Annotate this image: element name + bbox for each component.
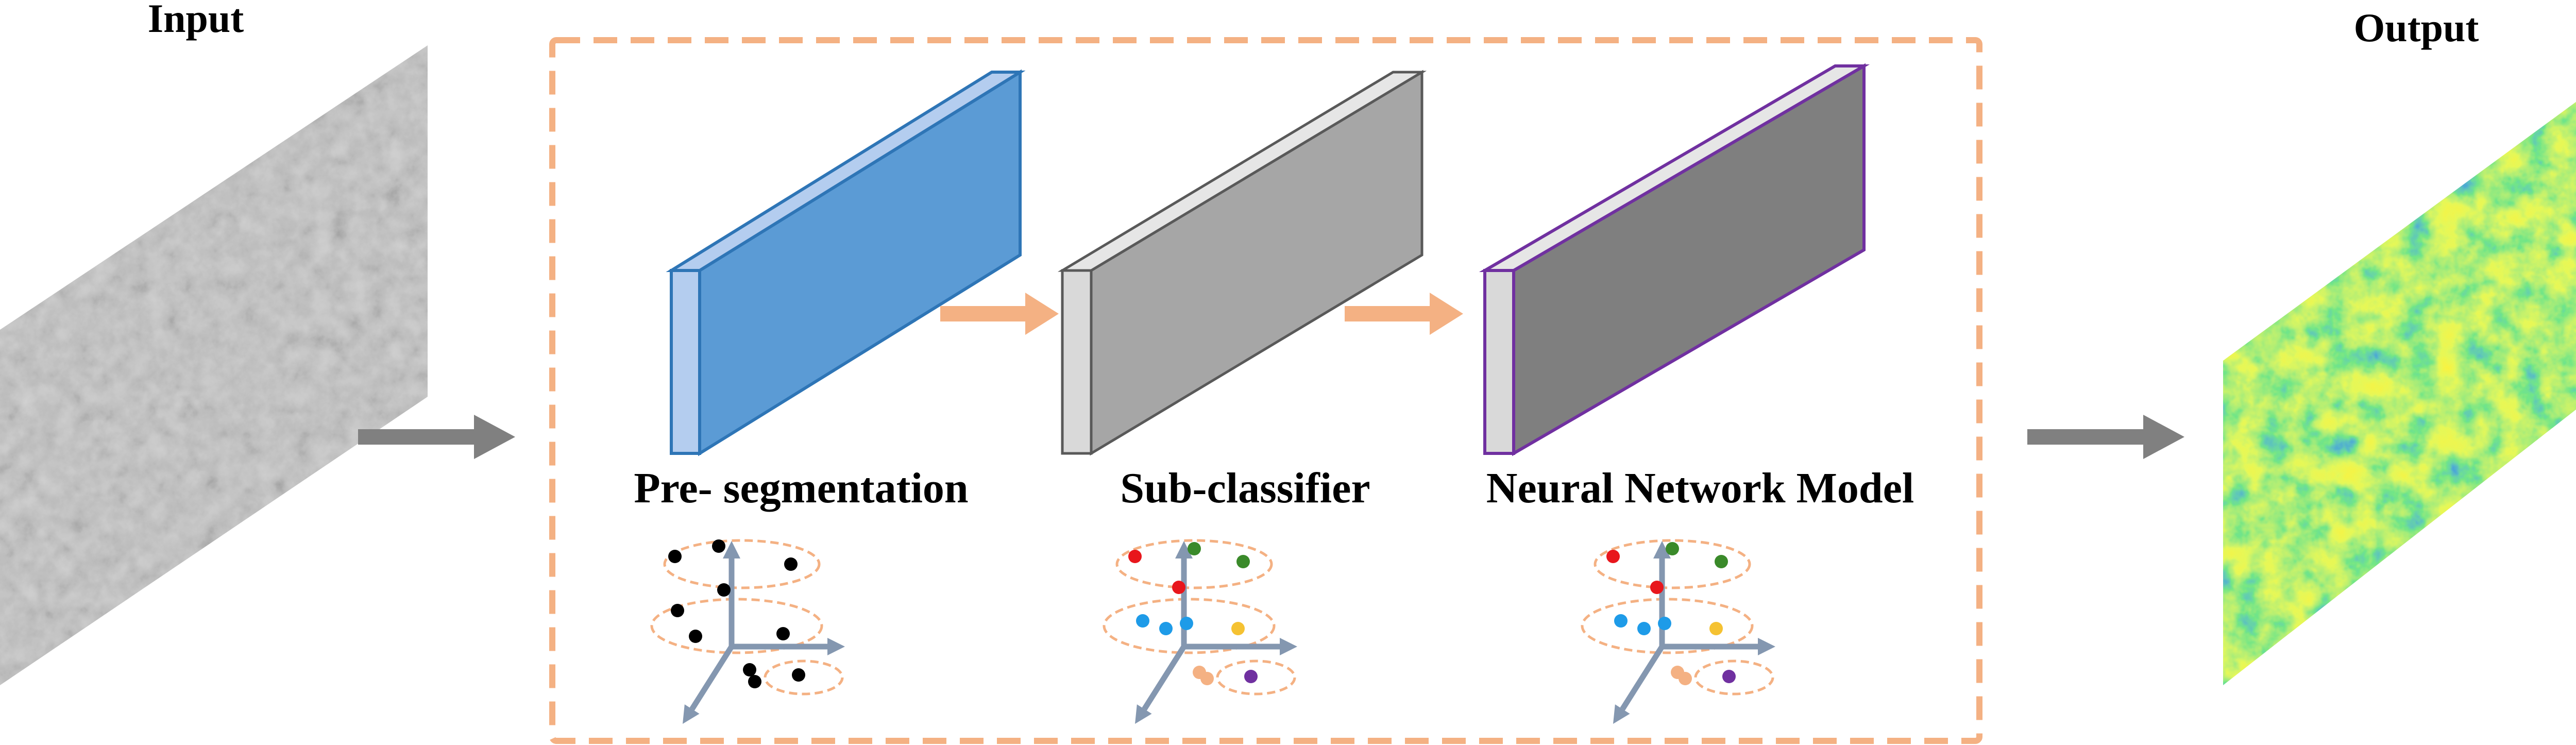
- cluster-ring: [1594, 539, 1751, 589]
- scatter-icon-sub-classifier: [1103, 539, 1297, 724]
- scatter-icon-neural-network-model: [1581, 539, 1775, 724]
- cluster-ring: [1694, 659, 1774, 696]
- input-label: Input: [148, 0, 244, 41]
- scatter-point: [1666, 542, 1679, 555]
- output-label: Output: [2354, 5, 2479, 50]
- scatter-point: [1709, 622, 1723, 635]
- cluster-ring: [1581, 598, 1754, 654]
- axis-x-arrow: [1184, 638, 1297, 655]
- scatter-point: [1658, 617, 1671, 630]
- arrow-stage2-to-stage3: [1345, 293, 1463, 335]
- stage-label-sub-classifier: Sub-classifier: [1120, 464, 1370, 512]
- cluster-ring: [1103, 598, 1276, 654]
- scatter-point: [1200, 672, 1214, 685]
- axis-z-arrow: [723, 541, 740, 647]
- scatter-point: [1679, 672, 1692, 685]
- scatter-point: [1180, 617, 1193, 630]
- scatter-point: [1159, 622, 1173, 635]
- cluster-ring: [650, 598, 823, 654]
- scatter-point: [1722, 670, 1736, 683]
- axis-x-arrow: [732, 638, 845, 655]
- axis-z-arrow: [1175, 541, 1193, 647]
- scatter-point: [1650, 581, 1664, 594]
- axis-z-arrow: [1653, 541, 1671, 647]
- axis-x-arrow: [1662, 638, 1775, 655]
- scatter-point: [1231, 622, 1245, 635]
- scatter-point: [1715, 555, 1728, 568]
- scatter-point: [1606, 550, 1620, 563]
- scatter-point: [1236, 555, 1250, 568]
- scatter-point: [689, 630, 702, 643]
- cluster-ring: [1216, 659, 1296, 696]
- stage-block-pre-segmentation: [666, 69, 1026, 456]
- cluster-ring: [663, 539, 821, 589]
- scatter-point: [1136, 614, 1149, 628]
- stage-block-neural-network-model: [1479, 63, 1870, 456]
- scatter-icon-pre-segmentation: [650, 539, 845, 724]
- scatter-point: [1244, 670, 1258, 683]
- scatter-point: [671, 604, 684, 617]
- scatter-point: [668, 550, 682, 563]
- process-frame: [549, 37, 1982, 744]
- output-heatmap: [2223, 46, 2576, 685]
- stage-label-neural-network-model: Neural Network Model: [1486, 464, 1914, 512]
- scatter-point: [1128, 550, 1142, 563]
- stage-label-pre-segmentation: Pre- segmentation: [634, 464, 968, 512]
- stage-block-sub-classifier: [1057, 70, 1427, 456]
- cluster-ring: [764, 659, 844, 696]
- scatter-point: [792, 668, 805, 682]
- arrow-input-to-process: [358, 415, 515, 459]
- axis-y-arrow: [1613, 645, 1665, 724]
- axis-y-arrow: [683, 645, 734, 724]
- scatter-point: [784, 557, 798, 571]
- scatter-point: [1188, 542, 1201, 555]
- scatter-point: [1172, 581, 1185, 594]
- arrow-process-to-output: [2027, 415, 2184, 459]
- axis-y-arrow: [1135, 645, 1187, 724]
- scatter-point: [748, 675, 761, 688]
- scatter-point: [1637, 622, 1651, 635]
- cluster-ring: [1115, 539, 1273, 589]
- arrow-stage1-to-stage2: [940, 293, 1059, 335]
- scatter-point: [712, 539, 725, 553]
- scatter-point: [743, 663, 756, 676]
- scatter-point: [1614, 614, 1628, 628]
- scatter-point: [776, 627, 790, 640]
- scatter-point: [717, 583, 731, 597]
- input-image: [0, 45, 428, 685]
